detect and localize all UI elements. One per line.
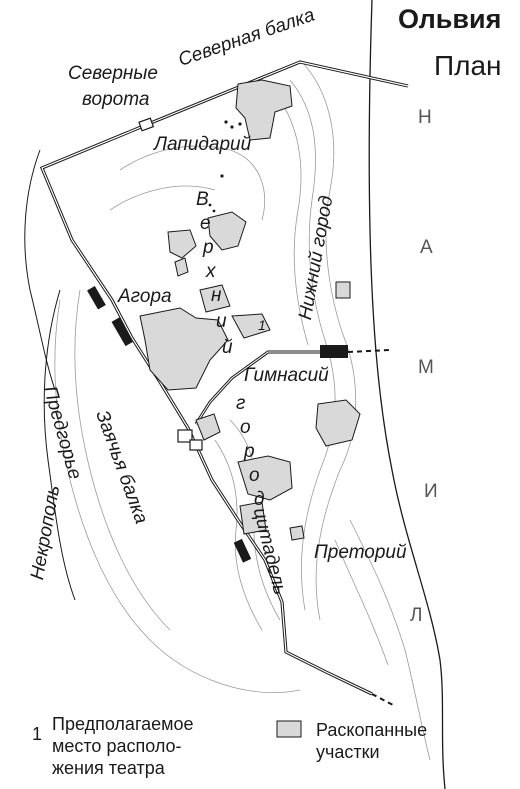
label-upper-city-letter-1: В — [196, 189, 209, 210]
label-lapidary: Лапидарий — [154, 134, 252, 155]
label-north-gate-line2: ворота — [82, 89, 150, 110]
wall-dashed — [347, 349, 396, 707]
shoreline — [368, 0, 446, 789]
legend-theatre-number: 1 — [32, 724, 43, 744]
label-city-letter-3: р — [244, 441, 255, 462]
label-agora: Агора — [118, 286, 172, 307]
legend-excavated-line-1: Раскопанные — [316, 720, 428, 740]
label-upper-city-letter-3: р — [203, 237, 214, 258]
city-wall — [39, 60, 409, 696]
ruin-dots — [208, 120, 242, 213]
label-praetorium: Преторий — [314, 542, 407, 563]
label-upper-city-letter-7: й — [222, 337, 233, 358]
legend-theatre-line-1: Предполагаемое — [52, 714, 194, 734]
ravine-edges — [24, 149, 76, 601]
label-city-letter-5: д — [254, 489, 265, 510]
legend-excavated-line-2: участки — [316, 742, 380, 762]
label-city-letter-4: о — [249, 465, 260, 486]
map-subtitle: План — [434, 50, 502, 81]
label-liman-letter-4: И — [424, 481, 438, 502]
label-upper-city-letter-6: и — [216, 311, 227, 332]
label-city-letter-1: г — [236, 393, 246, 414]
label-city-letter-2: о — [240, 417, 251, 438]
wall-towers — [87, 285, 348, 563]
label-gymnasium: Гимнасий — [244, 365, 329, 386]
legend-theatre-line-2: место располо- — [52, 736, 182, 756]
label-liman-letter-2: А — [420, 237, 433, 258]
map-title: Ольвия — [398, 4, 502, 34]
excavated-areas — [139, 79, 361, 541]
label-north-gate-line1: Северные — [68, 63, 158, 84]
legend-excavated-swatch — [276, 720, 302, 738]
label-upper-city-letter-5: н — [211, 285, 222, 306]
label-upper-city-letter-4: х — [206, 261, 216, 282]
label-theatre-marker: 1 — [258, 317, 266, 333]
label-liman-letter-3: М — [418, 357, 434, 378]
legend-theatre-line-3: жения театра — [52, 758, 165, 778]
label-liman-letter-5: Л — [410, 605, 423, 626]
label-upper-city-letter-2: е — [200, 213, 211, 234]
label-liman-letter-1: Н — [418, 107, 432, 128]
wall-gates — [138, 117, 203, 451]
